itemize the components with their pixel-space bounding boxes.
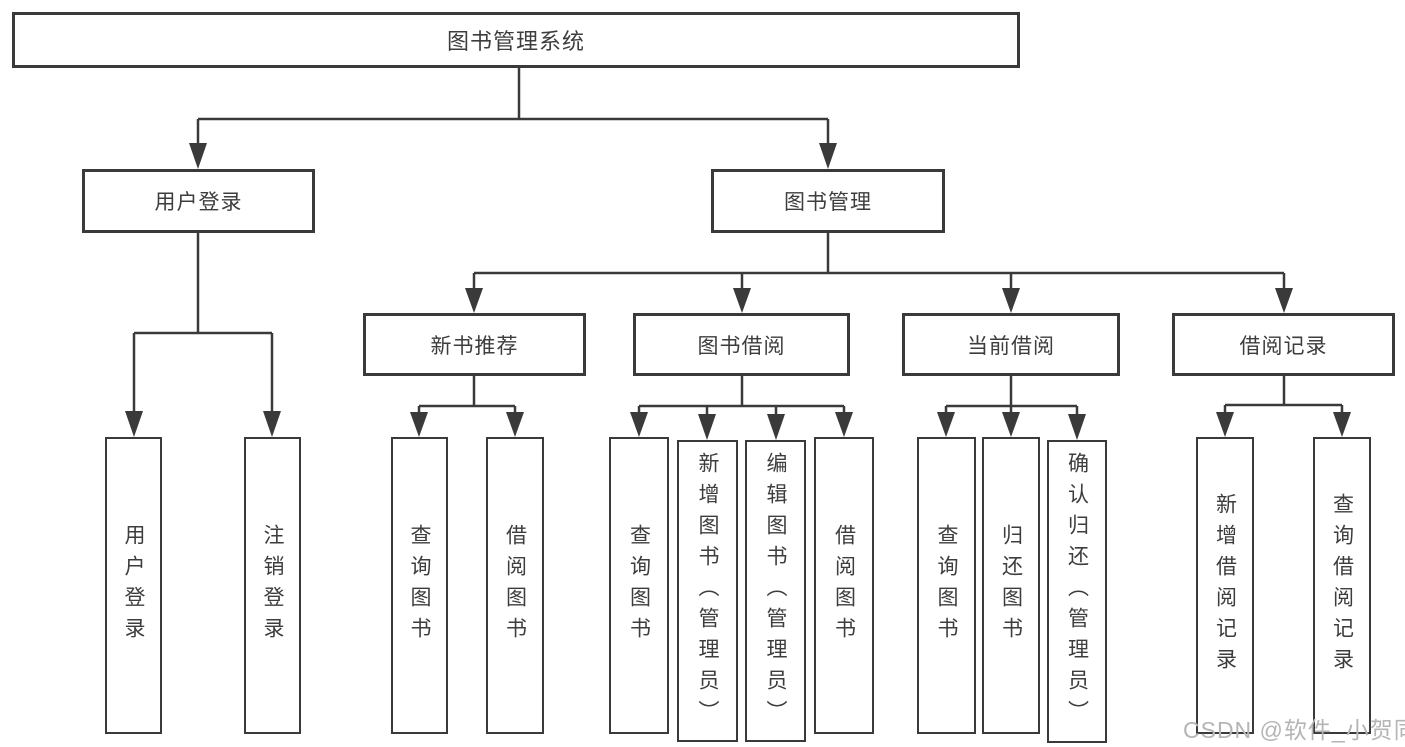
node-label: 当前借阅 [967,334,1055,358]
node-label: 查询图书 [408,523,431,648]
node-label: 查询图书 [627,523,651,648]
node-label: 新增借阅记录 [1213,492,1237,679]
node-book-borrow: 图书借阅 [633,313,850,376]
leaf-query-books-current: 查询图书 [917,437,976,734]
watermark-csdn: CSDN @软件_小贺同学 [1183,717,1405,743]
leaf-user-login: 用户登录 [105,437,162,734]
leaf-query-books-recommend: 查询图书 [391,437,448,734]
node-current-borrow: 当前借阅 [902,313,1120,376]
node-label: 借阅记录 [1239,334,1328,358]
node-label: 编辑图书（管理员） [764,451,787,731]
node-label: 图书管理 [784,191,872,214]
leaf-logout-login: 注销登录 [244,437,301,734]
leaf-query-borrow-record: 查询借阅记录 [1313,437,1371,734]
node-label: 查询借阅记录 [1330,492,1354,679]
node-borrow-records: 借阅记录 [1172,313,1395,376]
leaf-borrow-books: 借阅图书 [814,437,874,734]
leaf-add-books-admin: 新增图书（管理员） [677,440,738,742]
arrowheads [125,143,1351,440]
node-library-management-system: 图书管理系统 [12,12,1020,68]
node-user-login: 用户登录 [82,169,315,233]
leaf-add-borrow-record: 新增借阅记录 [1196,437,1254,734]
node-label: 图书管理系统 [446,29,585,54]
node-new-book-recommend: 新书推荐 [363,313,586,376]
leaf-edit-books-admin: 编辑图书（管理员） [745,440,806,742]
node-label: 新书推荐 [430,334,519,358]
node-label: 借阅图书 [503,523,527,648]
leaf-query-books-borrow: 查询图书 [609,437,669,734]
node-label: 新增图书（管理员） [696,451,719,731]
node-label: 注销登录 [261,523,284,648]
node-label: 归还图书 [999,523,1023,648]
leaf-return-books: 归还图书 [982,437,1040,734]
node-label: 用户登录 [122,523,145,648]
leaf-confirm-return-admin: 确认归还（管理员） [1047,440,1107,743]
node-label: 查询图书 [935,523,958,648]
leaf-borrow-books-recommend: 借阅图书 [486,437,544,734]
node-label: 借阅图书 [832,523,856,648]
node-label: 用户登录 [154,191,243,214]
node-label: 确认归还（管理员） [1065,452,1089,731]
node-book-management: 图书管理 [711,169,945,233]
node-label: 图书借阅 [697,334,786,358]
